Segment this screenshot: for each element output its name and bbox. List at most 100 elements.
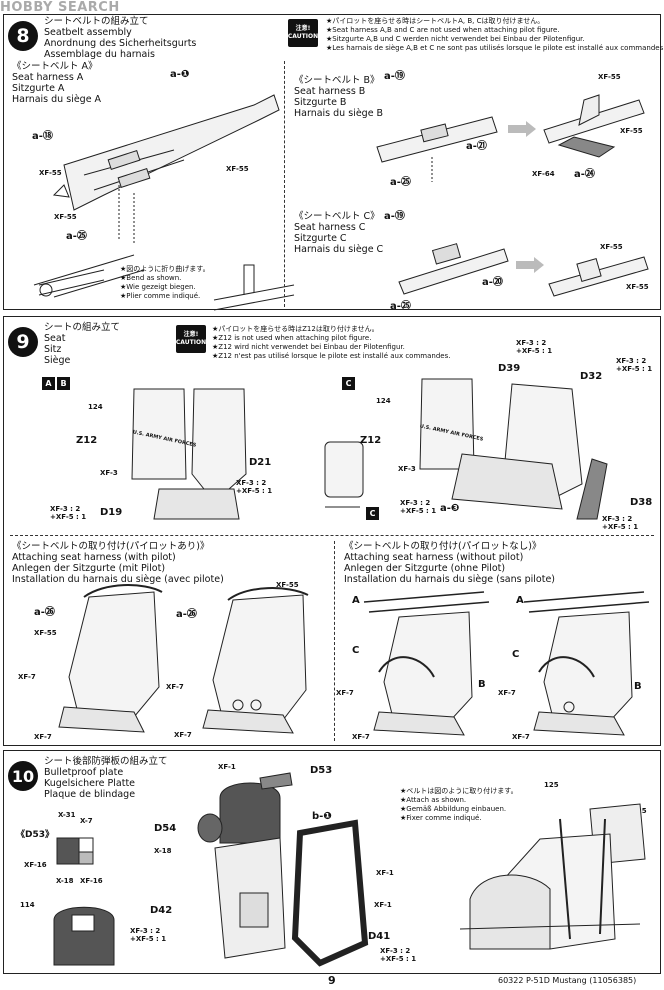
harness-b-fr: Harnais du siège B [294, 108, 384, 119]
seat-without-pilot-b [523, 591, 650, 736]
paint-xf7e: XF-7 [336, 689, 354, 697]
paint-xf1c: XF-1 [374, 901, 392, 909]
version-badge-a: A [42, 377, 55, 390]
step8-title-de: Anordnung des Sicherheitsgurts [44, 38, 197, 49]
label-b1: b-❶ [312, 811, 332, 822]
label-a3: a-❸ [440, 503, 460, 514]
bend-drawing [38, 264, 295, 311]
caution-en-9: CAUTION [175, 339, 207, 346]
step9-hdivider [10, 535, 654, 536]
label-d42: D42 [150, 905, 173, 916]
paint-xf55c: XF-55 [54, 213, 77, 221]
mix-d41: XF-3 : 2 +XF-5 : 1 [380, 947, 417, 963]
paint-xf55-9b: XF-55 [276, 581, 299, 589]
decal-125a: 125 [544, 781, 559, 789]
step9-panel: 9 シートの組み立て Seat Sitz Siège 注意! CAUTION ★… [3, 316, 661, 746]
inset-part [324, 441, 364, 508]
harness-c-assembled [548, 256, 649, 297]
bend-de: ★Wie gezeigt biegen. [120, 283, 196, 291]
paint-xf55a: XF-55 [39, 169, 62, 177]
label-d41: D41 [368, 931, 391, 942]
part-a19c: a-⑲ [384, 211, 405, 222]
part-a19: a-⑲ [384, 71, 405, 82]
paint-xf55e: XF-55 [620, 127, 643, 135]
attach-en: ★Attach as shown. [400, 796, 467, 804]
paint-xf7b: XF-7 [34, 733, 52, 741]
paint-x7: X-7 [80, 817, 93, 825]
paint-xf64: XF-64 [532, 170, 555, 178]
decal-124b: 124 [376, 397, 391, 405]
harness-c-drawing [398, 243, 509, 295]
step10-title-fr: Plaque de blindage [44, 789, 136, 800]
with-pilot-fr: Installation du harnais du siège (avec p… [12, 574, 224, 585]
seat-ab-drawing [131, 388, 247, 520]
page-number: 9 [328, 974, 336, 987]
part-a25: a-㉕ [66, 231, 87, 242]
paint-xf55g: XF-55 [626, 283, 649, 291]
step10-number: 10 [8, 761, 38, 791]
bend-fr: ★Plier comme indiqué. [120, 292, 201, 300]
step8-panel: 8 シートベルトの組み立て Seatbelt assembly Anordnun… [3, 14, 664, 312]
seat-c-drawing [419, 378, 608, 520]
seat-with-pilot-b [202, 587, 309, 734]
with-pilot-en: Attaching seat harness (with pilot) [12, 552, 176, 563]
step8-number: 8 [8, 21, 38, 51]
harness-c-jp: 《シートベルト C》 [294, 211, 380, 222]
attach-de: ★Gemäß Abbildung einbauen. [400, 805, 507, 813]
part-a1: a-❶ [170, 69, 190, 80]
step9-note-fr: ★Z12 n'est pas utilisé lorsque le pilote… [212, 352, 451, 360]
bulletproof-plate-drawing [197, 772, 369, 967]
paint-xf7h: XF-7 [512, 733, 530, 741]
paint-xf7a: XF-7 [18, 673, 36, 681]
step8-note-de: ★Sitzgurte A,B und C werden nicht verwen… [326, 35, 585, 43]
label-A2: A [516, 595, 524, 606]
decal-114: 114 [20, 901, 35, 909]
part-a24: a-㉔ [574, 169, 595, 180]
seat-without-pilot-a [363, 591, 490, 736]
with-pilot-de: Anlegen der Sitzgurte (mit Pilot) [12, 563, 166, 574]
step9-title-en: Seat [44, 333, 66, 344]
part-a26: a-㉖ [34, 607, 55, 618]
label-d19: D19 [100, 507, 123, 518]
paint-xf3b: XF-3 [398, 465, 416, 473]
d53-detail-drawing [56, 837, 94, 865]
part-a18: a-⑱ [32, 131, 53, 142]
label-B2: B [634, 681, 642, 692]
label-d21: D21 [249, 457, 272, 468]
part-a26b: a-㉖ [176, 609, 197, 620]
without-pilot-jp: 《シートベルトの取り付け(パイロットなし)》 [344, 541, 542, 552]
harness-b-en: Seat harness B [294, 86, 366, 97]
mix-d39: XF-3 : 2 +XF-5 : 1 [516, 339, 553, 355]
without-pilot-en: Attaching seat harness (without pilot) [344, 552, 524, 563]
step8-caution-badge: 注意! CAUTION [288, 19, 318, 47]
label-B1: B [478, 679, 486, 690]
label-z12b: Z12 [360, 435, 382, 446]
paint-xf7c: XF-7 [166, 683, 184, 691]
step8-note-fr: ★Les harnais de siège A,B et C ne sont p… [326, 44, 664, 52]
mix-d19: XF-3 : 2 +XF-5 : 1 [50, 505, 87, 521]
harness-c-de: Sitzgurte C [294, 233, 347, 244]
label-A1: A [352, 595, 360, 606]
step9-title-fr: Siège [44, 355, 71, 366]
harness-a-drawing [33, 94, 280, 298]
label-C1: C [352, 645, 360, 656]
label-C2: C [512, 649, 520, 660]
caution-en: CAUTION [287, 33, 319, 40]
part-a25c: a-㉕ [390, 301, 411, 312]
part-a21: a-㉑ [466, 141, 487, 152]
step10-title-jp: シート後部防弾板の組み立て [44, 756, 168, 767]
product-code: 60322 P-51D Mustang (11056385) [498, 976, 637, 985]
step9-number: 9 [8, 327, 38, 357]
harness-a-jp: 《シートベルト A》 [12, 61, 98, 72]
paint-xf55-9a: XF-55 [34, 629, 57, 637]
with-pilot-jp: 《シートベルトの取り付け(パイロットあり)》 [12, 541, 210, 552]
step8-divider [284, 61, 285, 307]
without-pilot-fr: Installation du harnais du siège (sans p… [344, 574, 556, 585]
watermark: HOBBY SEARCH [0, 0, 120, 15]
label-d38: D38 [630, 497, 653, 508]
paint-x18b: X-18 [154, 847, 172, 855]
step9-vdivider [334, 541, 335, 741]
decal-124a: 124 [88, 403, 103, 411]
paint-xf16b: XF-16 [80, 877, 103, 885]
version-badge-c2: C [366, 507, 379, 520]
